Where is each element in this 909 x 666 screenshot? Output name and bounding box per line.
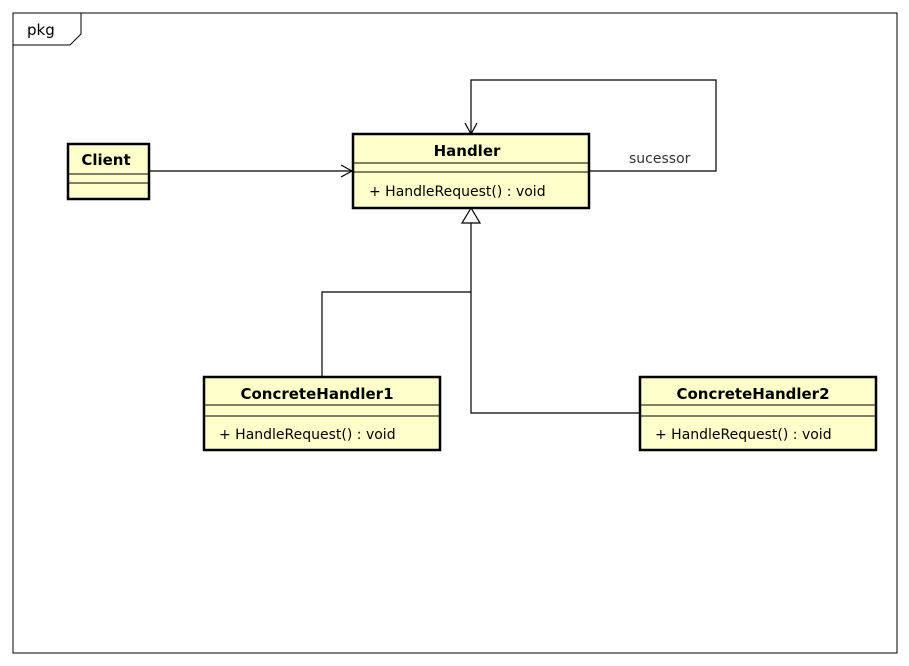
class-client[interactable]: Client [66, 142, 151, 201]
class-concrete-handler-2[interactable]: ConcreteHandler2 + HandleRequest() : voi… [638, 375, 878, 452]
class-concrete-handler-1[interactable]: ConcreteHandler1 + HandleRequest() : voi… [202, 375, 442, 452]
class-concrete-handler-1-operation: + HandleRequest() : void [219, 427, 396, 443]
class-concrete-handler-1-name: ConcreteHandler1 [240, 385, 393, 403]
class-concrete-handler-2-operation: + HandleRequest() : void [655, 427, 832, 443]
generalization-triangle [460, 206, 482, 224]
concrete1-generalization [321, 223, 472, 377]
successor-label: sucessor [629, 151, 691, 167]
handler-successor-association [464, 79, 717, 172]
class-handler-operation: + HandleRequest() : void [369, 184, 546, 200]
package-label: pkg [27, 21, 55, 39]
concrete2-generalization [470, 292, 640, 414]
class-handler[interactable]: Handler + HandleRequest() : void [351, 132, 591, 210]
class-handler-name: Handler [434, 142, 501, 160]
package-frame: pkg [12, 12, 898, 654]
class-client-name: Client [81, 151, 130, 169]
class-concrete-handler-2-name: ConcreteHandler2 [676, 385, 829, 403]
